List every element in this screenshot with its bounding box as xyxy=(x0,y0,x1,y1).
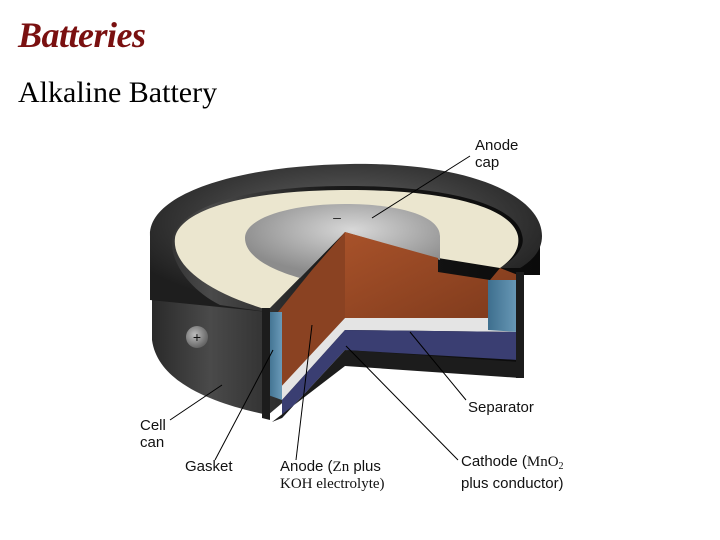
leader-gasket xyxy=(214,349,274,461)
leader-anode xyxy=(295,324,313,461)
label-cathode-line2: plus conductor) xyxy=(461,475,564,492)
label-anode-zn: Zn xyxy=(332,459,350,475)
label-anode-line1: Anode (Zn plus xyxy=(280,458,385,476)
label-cell-can-line2: can xyxy=(140,434,165,451)
cell-can-rim xyxy=(149,163,542,312)
label-cell-can-line1: Cell xyxy=(140,417,166,434)
label-anode-line2: KOH electrolyte) xyxy=(280,476,385,492)
can-wall-right-edge xyxy=(516,272,524,378)
page-title: Batteries xyxy=(18,15,146,55)
cathode-layer xyxy=(282,330,518,418)
minus-sign: – xyxy=(333,209,341,225)
leader-cathode xyxy=(345,345,459,461)
anode-zinc-section xyxy=(345,232,518,318)
plus-dimple xyxy=(186,326,208,348)
label-anode-text-c: plus xyxy=(349,458,381,475)
gasket-right xyxy=(488,280,518,332)
leader-separator xyxy=(409,331,467,401)
leader-anode-cap xyxy=(371,155,471,219)
plus-sign: + xyxy=(193,329,201,345)
label-anode-cap-line1: Anode xyxy=(475,137,519,154)
can-bottom-edge xyxy=(272,350,520,422)
label-cell-can: Cell can xyxy=(140,417,166,451)
leader-cell-can xyxy=(169,384,223,421)
label-anode: Anode (Zn plus KOH electrolyte) xyxy=(280,458,385,493)
label-cathode: Cathode (MnO2 plus conductor) xyxy=(461,453,564,492)
label-anode-cap: Anode cap xyxy=(475,137,518,171)
label-cathode-mno: MnO xyxy=(526,454,559,470)
label-anode-text-a: Anode ( xyxy=(280,458,333,475)
label-cathode-line1: Cathode (MnO2 xyxy=(461,453,564,475)
label-gasket: Gasket xyxy=(185,458,233,475)
anode-cap-top xyxy=(245,204,440,278)
label-cathode-text-a: Cathode ( xyxy=(461,453,527,470)
anode-front-section xyxy=(278,232,345,390)
label-separator: Separator xyxy=(468,399,534,416)
gasket-left xyxy=(268,312,282,400)
label-cathode-sub: 2 xyxy=(558,461,564,472)
page-subtitle: Alkaline Battery xyxy=(18,76,218,109)
label-anode-cap-line2: cap xyxy=(475,154,500,171)
